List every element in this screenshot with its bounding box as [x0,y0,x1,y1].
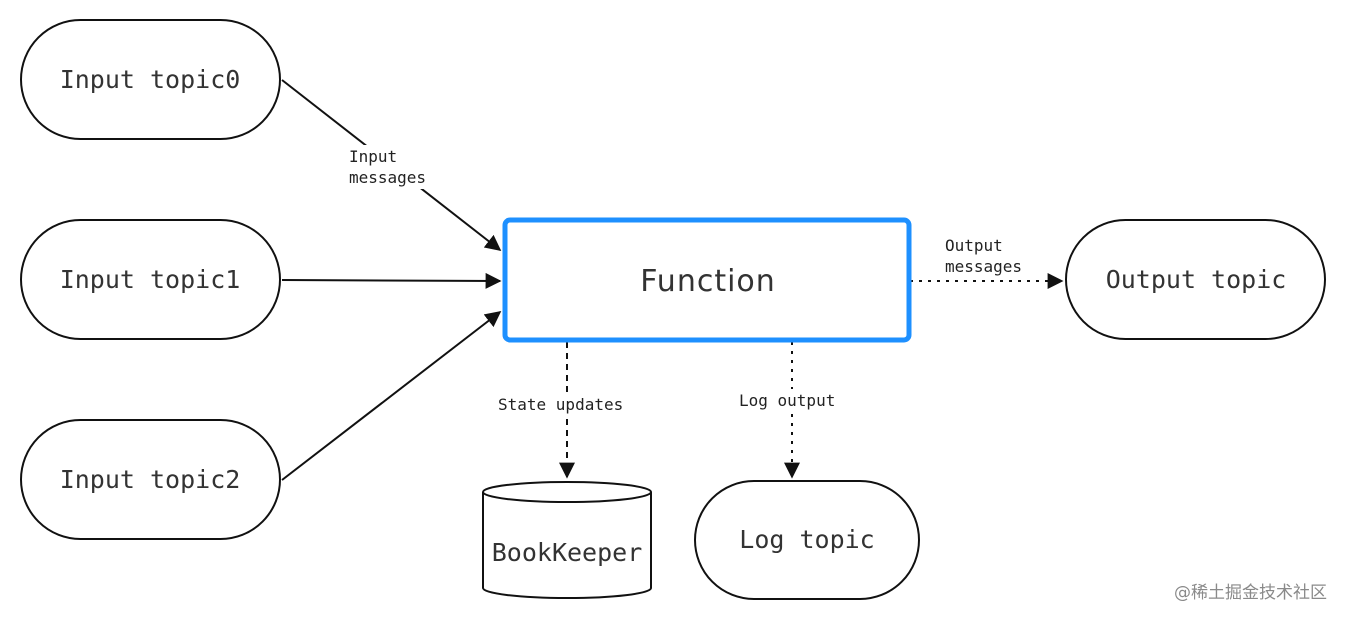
input-messages-label-bg [344,145,440,189]
edge-input1-to-function [281,272,502,289]
bookkeeper-cylinder-body [482,492,652,599]
node-log-topic: Log topic [694,480,920,600]
output-messages-label-line1: Output [945,236,1003,255]
input-messages-label-line1: Input [349,147,397,166]
input-messages-label-line2: messages [349,168,426,187]
state-updates-label-bg [494,393,640,415]
edge-input2-to-function [281,311,502,481]
state-updates-label: State updates [498,395,623,414]
node-function-label: Function [640,264,776,299]
node-output-topic: Output topic [1065,219,1326,340]
node-input-topic2-label: Input topic2 [60,465,241,494]
node-input-topic0-label: Input topic0 [60,65,241,94]
function-box [502,217,912,343]
node-bookkeeper-label: BookKeeper [492,538,643,567]
log-output-label-bg [735,389,849,411]
watermark: @稀土掘金技术社区 [1174,583,1327,603]
node-function: Function [502,217,912,343]
output-messages-label-bg [940,235,1036,279]
node-input-topic1: Input topic1 [20,219,281,340]
node-input-topic0: Input topic0 [20,19,281,140]
node-bookkeeper: BookKeeper [482,481,652,599]
node-output-topic-label: Output topic [1106,265,1287,294]
node-input-topic1-label: Input topic1 [60,265,241,294]
log-output-label: Log output [739,391,835,410]
node-input-topic2: Input topic2 [20,419,281,540]
bookkeeper-cylinder-top [482,481,652,503]
output-messages-label-line2: messages [945,257,1022,276]
node-log-topic-label: Log topic [739,525,874,554]
